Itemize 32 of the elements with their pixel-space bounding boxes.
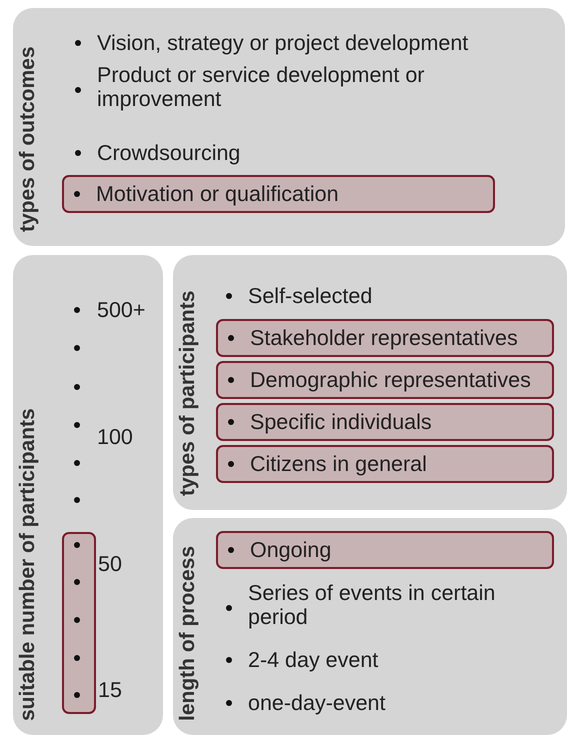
item-text: Citizens in general [250, 452, 427, 476]
item-text: Demographic representatives [250, 368, 531, 392]
highlight-box [216, 361, 554, 399]
highlight-box [216, 531, 554, 569]
highlight-box [62, 175, 495, 213]
panel-heading: types of participants [176, 290, 200, 496]
scale-label: 50 [98, 552, 122, 576]
item-text: Self-selected [248, 284, 372, 308]
panel-card [13, 8, 565, 246]
panel-heading: types of outcomes [16, 46, 40, 232]
item-text: one-day-event [248, 691, 386, 715]
item-text: Motivation or qualification [96, 182, 339, 206]
item-text: Crowdsourcing [97, 141, 240, 165]
scale-label: 100 [97, 425, 133, 449]
panel-card [173, 255, 567, 510]
item-text: Specific individuals [250, 410, 432, 434]
panel-card [173, 518, 567, 735]
item-text: Product or service development or improvement [97, 63, 426, 111]
panel-heading: suitable number of participants [16, 408, 40, 721]
highlight-box [216, 403, 554, 441]
highlight-box [216, 445, 554, 483]
range-highlight-box [62, 532, 96, 714]
item-text: Stakeholder representatives [250, 326, 518, 350]
panel-heading: length of process [176, 546, 200, 721]
item-text: Vision, strategy or project development [97, 31, 468, 55]
scale-label: 15 [98, 678, 122, 702]
item-text: 2-4 day event [248, 648, 378, 672]
scale-label: 500+ [97, 298, 146, 322]
highlight-box [216, 319, 554, 357]
item-text: Ongoing [250, 538, 332, 562]
item-text: Series of events in certain period [248, 581, 496, 629]
panel-card [13, 255, 163, 735]
